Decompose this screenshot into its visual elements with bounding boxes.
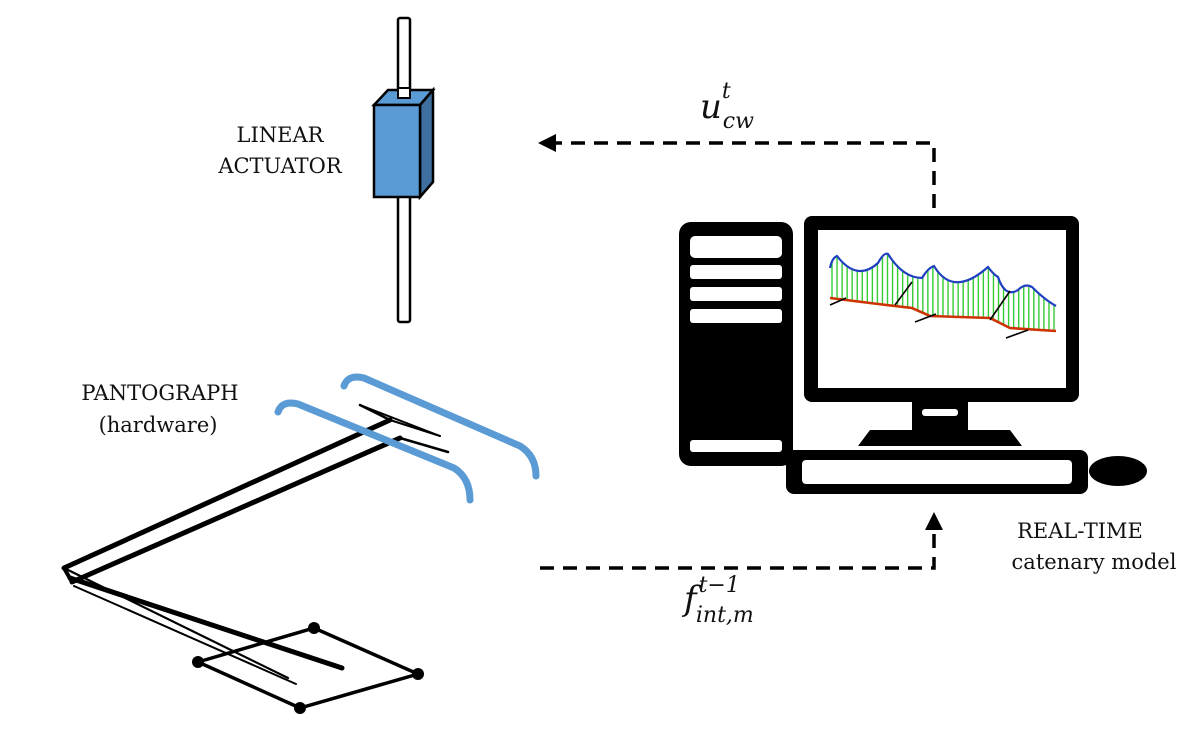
support-arms bbox=[829, 281, 1029, 339]
model-label-line1: REAL-TIME bbox=[1017, 519, 1143, 543]
linear-actuator-icon bbox=[371, 16, 436, 324]
top-signal-sub: cw bbox=[723, 109, 754, 134]
catenary-plot-screen bbox=[828, 252, 1057, 339]
pantograph-contact-strips bbox=[274, 373, 540, 504]
desktop-computer-icon bbox=[679, 216, 1147, 494]
top-signal-base: u bbox=[700, 87, 722, 127]
pantograph-base-joints bbox=[192, 622, 424, 714]
model-label-line2: catenary model bbox=[1012, 550, 1177, 574]
top-signal-arrow bbox=[538, 134, 936, 208]
pantograph-label-line2: (hardware) bbox=[99, 413, 218, 437]
bottom-signal-sup: t−1 bbox=[699, 573, 740, 598]
top-signal-label: ut cw bbox=[700, 79, 754, 134]
bottom-signal-arrow bbox=[540, 512, 943, 570]
actuator-label-line1: LINEAR bbox=[237, 123, 325, 147]
dropper-lines bbox=[831, 254, 1055, 330]
pantograph-icon bbox=[61, 403, 450, 710]
actuator-label-line2: ACTUATOR bbox=[217, 154, 343, 178]
top-signal-sup: t bbox=[722, 79, 731, 104]
catenary-messenger-wire bbox=[828, 252, 1057, 307]
pantograph-label-line1: PANTOGRAPH bbox=[81, 381, 238, 405]
bottom-signal-sub: int,m bbox=[696, 603, 754, 628]
